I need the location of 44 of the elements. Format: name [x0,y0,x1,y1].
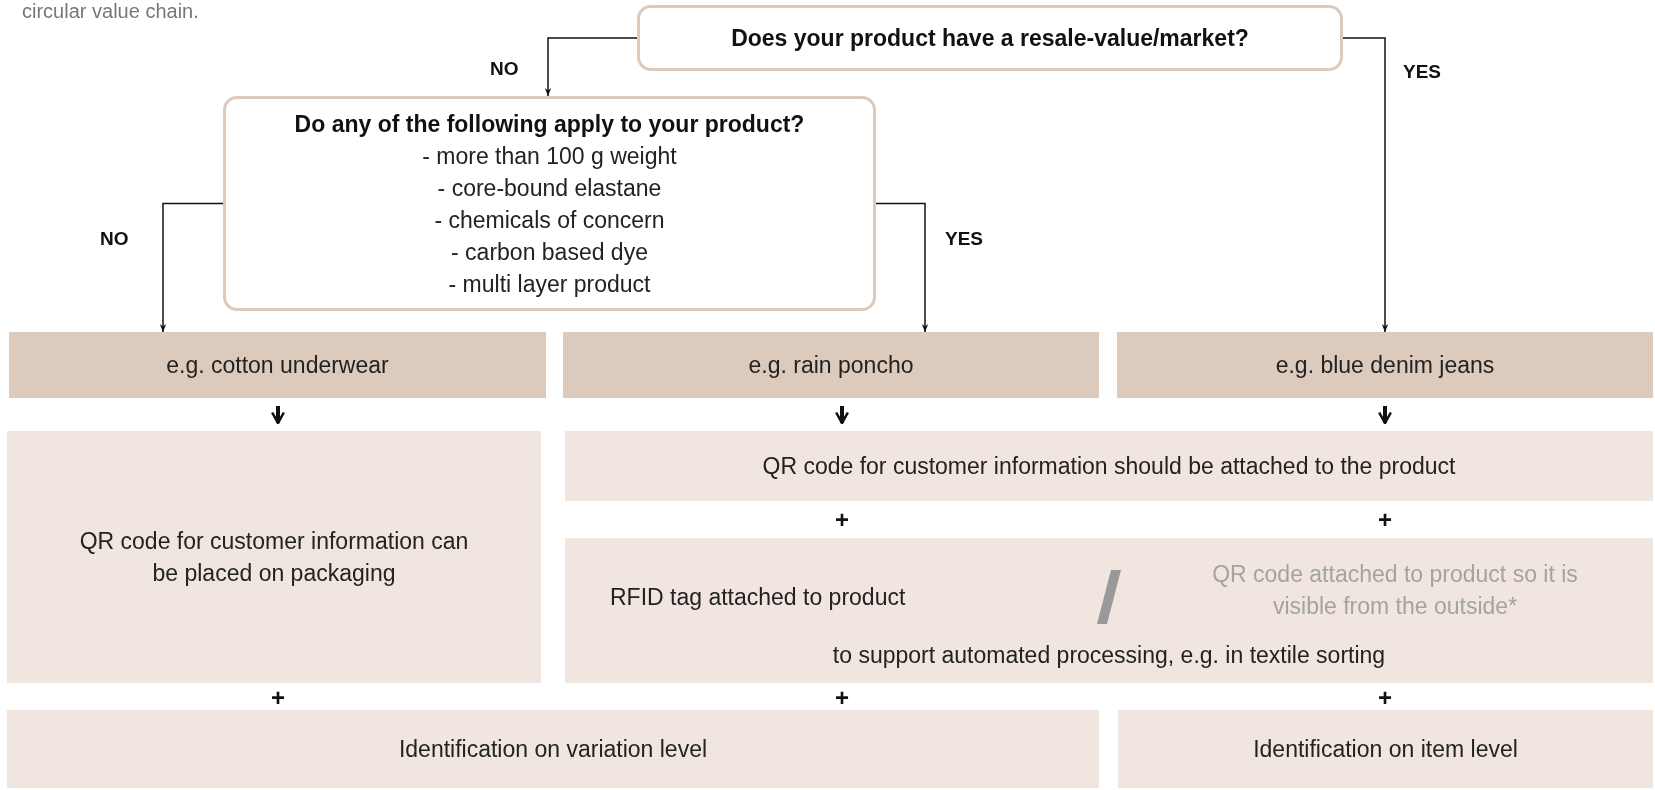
category-bar [9,332,546,398]
info-panel [7,431,541,683]
text: - core-bound elastane [436,173,663,203]
text: QR code attached to product so it is visible from the outside* [1211,560,1579,621]
info-panel [565,538,1653,683]
text: - chemicals of concern [433,205,666,235]
info-panel [1118,710,1653,788]
arrow [834,406,850,425]
text: e.g. cotton underwear [165,351,390,380]
question-text: Does your product have a resale-value/market? [730,24,1250,53]
text: e.g. rain poncho [747,351,915,380]
plus-sign: + [1378,508,1392,532]
edge-label: YES [945,227,984,251]
arrow [544,37,638,97]
edge-label: NO [490,57,519,81]
edge-label: NO [100,227,129,251]
text: Identification on variation level [397,735,709,764]
question-box [223,96,876,311]
text: e.g. blue denim jeans [1274,351,1496,380]
plus-sign: + [271,686,285,710]
arrow [159,202,224,333]
arrow [1342,37,1389,333]
plus-sign: + [835,508,849,532]
text: Identification on item level [1252,735,1519,764]
plus-sign: + [1378,686,1392,710]
text: - more than 100 g weight [421,141,678,171]
info-panel [7,710,1099,788]
text: - multi layer product [447,269,652,299]
arrow [270,406,286,425]
category-bar [1117,332,1653,398]
cut-off-text: circular value chain. [22,0,199,24]
text: RFID tag attached to product [610,583,906,612]
info-panel [565,431,1653,501]
question-box [637,5,1343,71]
arrow [1377,406,1393,425]
text: QR code for customer information should be attached to the product [761,452,1457,481]
arrow [875,202,929,333]
plus-sign: + [835,686,849,710]
question-text: Do any of the following apply to your product? [293,109,806,139]
edge-label: YES [1403,60,1442,84]
text: to support automated processing, e.g. in textile sorting [831,641,1387,670]
category-bar [563,332,1099,398]
text: - carbon based dye [450,237,649,267]
text: QR code for customer information can be placed on packaging [78,527,470,588]
